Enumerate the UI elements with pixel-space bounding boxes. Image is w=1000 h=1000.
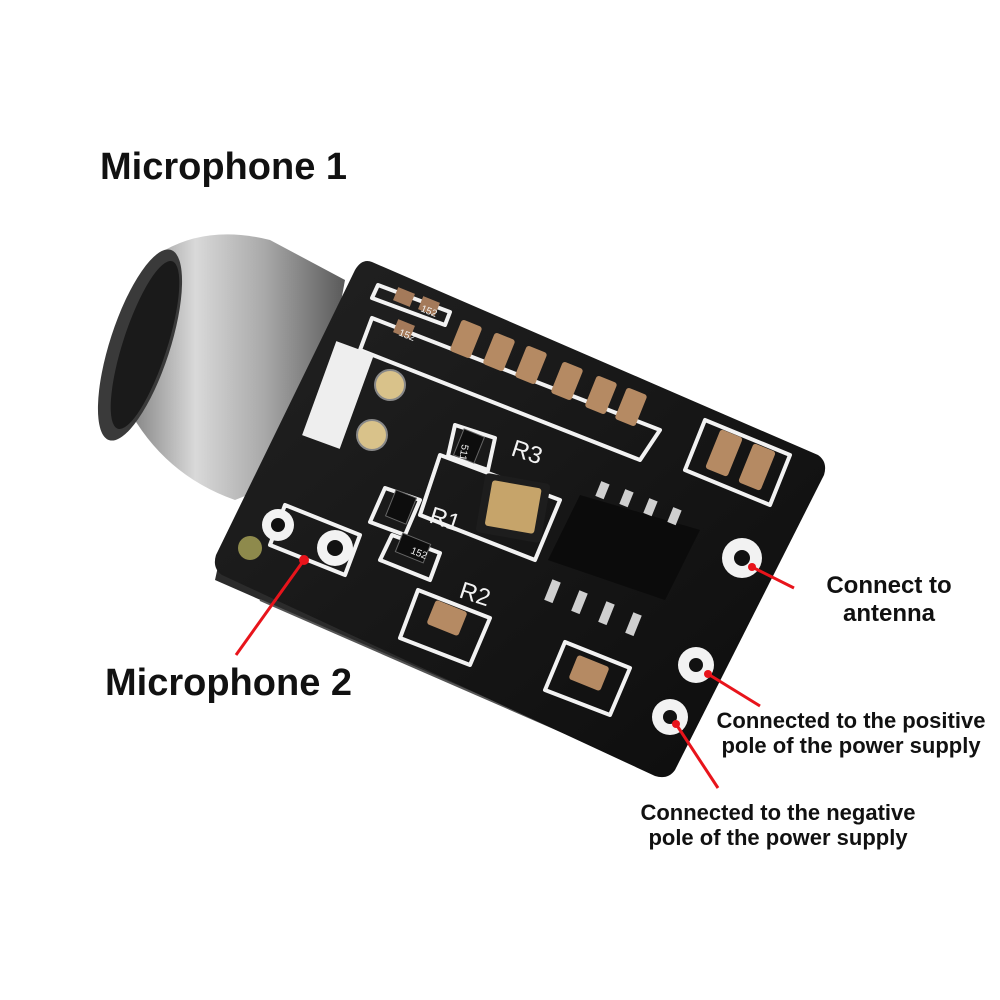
callout-dot-microphone-2 xyxy=(299,555,309,565)
negative-pad xyxy=(652,699,688,735)
mems-chip xyxy=(475,473,551,543)
silkscreen-511: 511 xyxy=(456,443,470,461)
label-negative-pole-line-2: pole of the power supply xyxy=(648,825,908,851)
microphone-1-pins xyxy=(302,341,406,451)
callout-negative xyxy=(674,723,720,789)
label-connect-antenna: Connect to antenna xyxy=(804,572,974,627)
label-positive-pole-line-1: Connected to the positive xyxy=(716,708,986,733)
microphone-2-pads xyxy=(238,509,353,566)
callout-dot-negative xyxy=(672,720,680,728)
label-connect-antenna-line-1: Connect to xyxy=(826,572,952,599)
ic-chip xyxy=(544,481,700,637)
callout-dot-antenna xyxy=(748,563,756,571)
smd-components xyxy=(384,287,776,691)
callout-antenna xyxy=(751,565,795,590)
label-connect-antenna-line-2: antenna xyxy=(842,599,935,627)
label-microphone-2: Microphone 2 xyxy=(105,662,353,704)
callout-lines xyxy=(234,559,795,789)
label-positive-pole: Connected to the positive pole of the po… xyxy=(706,708,996,759)
label-negative-pole-line-1: Connected to the negative xyxy=(640,800,916,825)
label-positive-pole-line-2: pole of the power supply xyxy=(721,733,981,759)
callout-dot-positive xyxy=(704,670,712,678)
label-microphone-1: Microphone 1 xyxy=(100,146,348,188)
antenna-pad xyxy=(722,538,762,578)
label-negative-pole: Connected to the negative pole of the po… xyxy=(628,800,928,851)
callout-positive xyxy=(707,672,761,708)
callout-microphone-2 xyxy=(234,559,306,656)
